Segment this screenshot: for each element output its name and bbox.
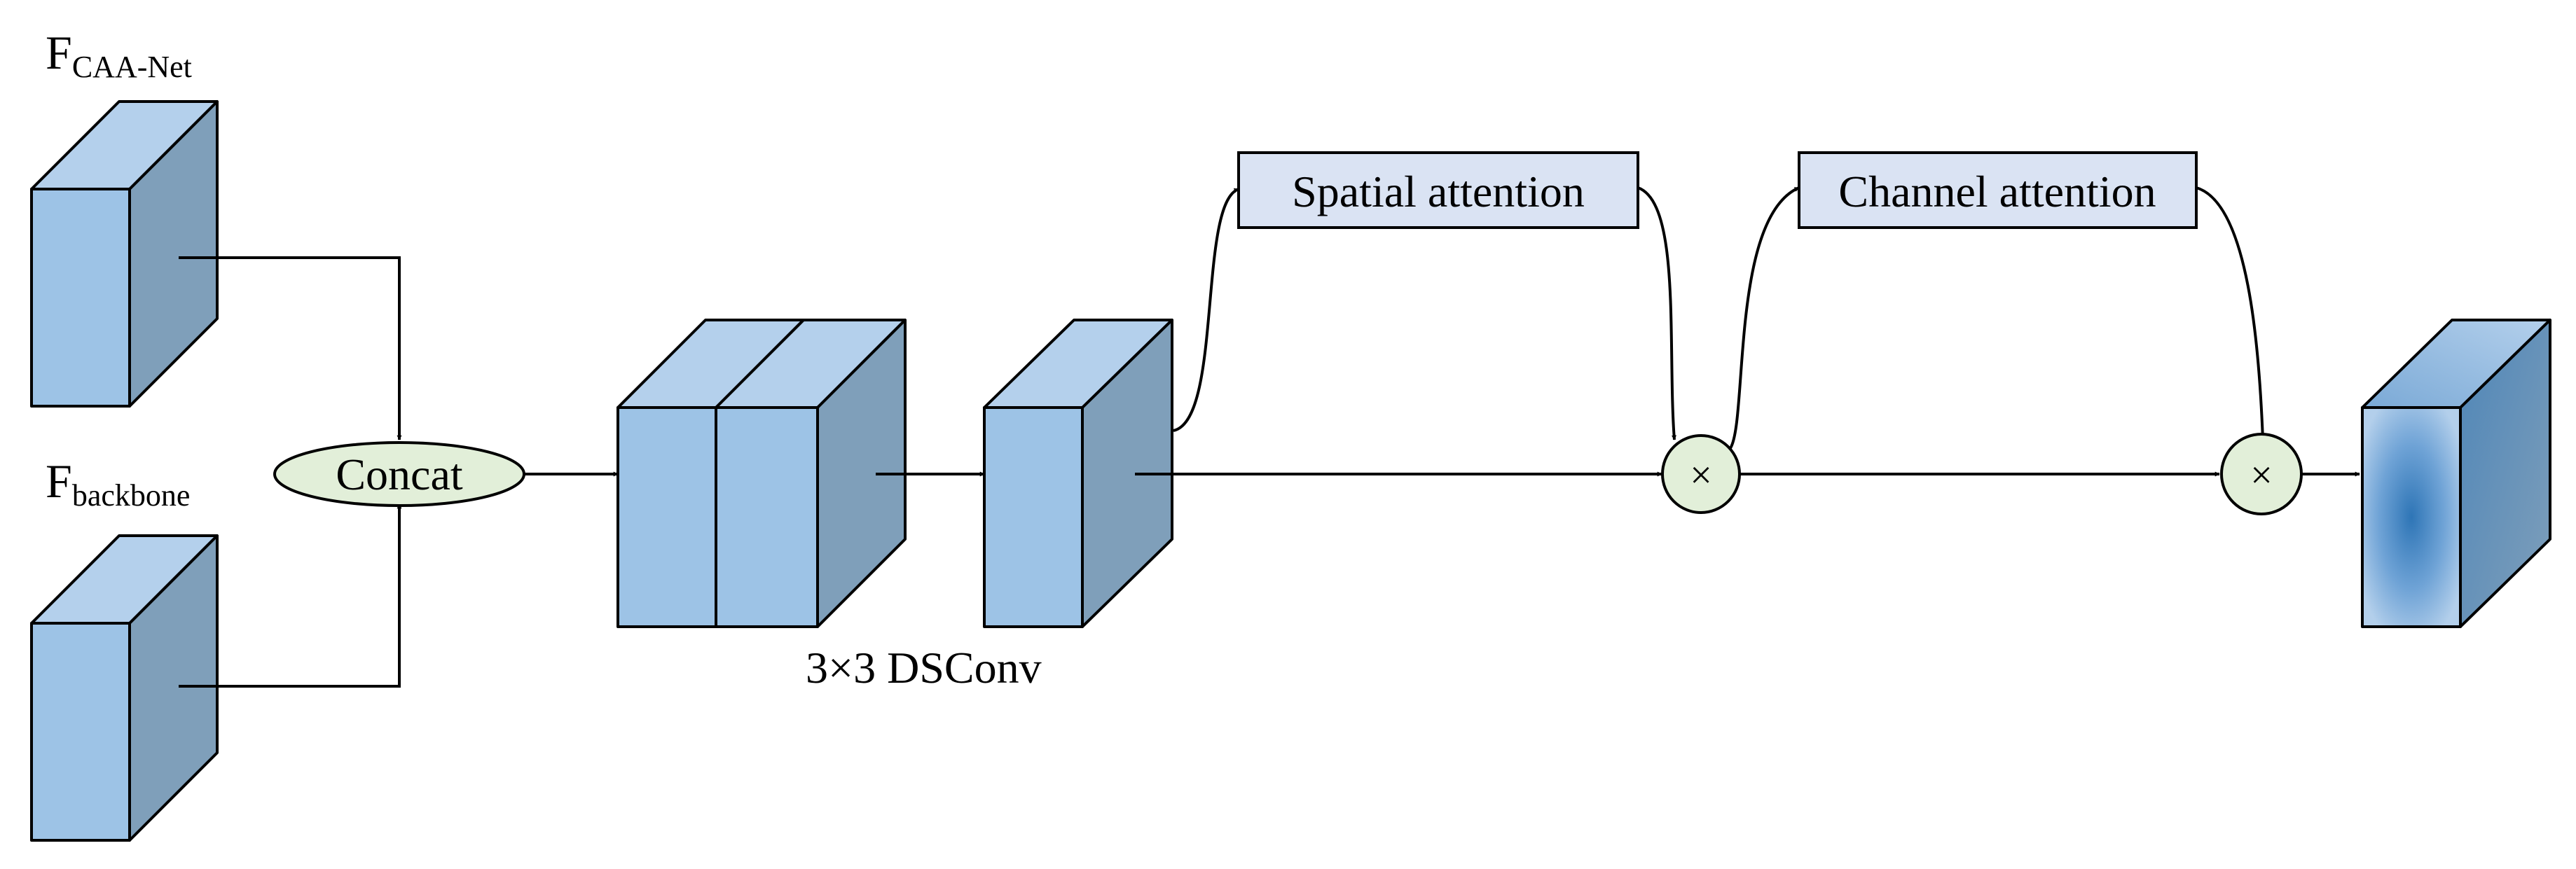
output-feature-cube [2361,319,2551,628]
concat-label: Concat [336,450,463,499]
multiply-symbol-2: × [2250,454,2273,497]
concatenated-feature-cube [617,319,907,628]
multiply-symbol-1: × [1690,454,1712,497]
channel-attention-label: Channel attention [1838,167,2156,216]
caa-net-feature-cube [30,100,219,408]
spatial-attention-to-multiply-arrow [1637,186,1677,440]
spatial-attention-block: Spatial attention [1237,151,1639,229]
backbone-label: Fbackbone [46,454,190,513]
backbone-feature-cube [30,534,219,842]
to-channel-attention-arrow [1729,186,1800,450]
channel-attention-block: Channel attention [1798,151,2198,229]
multiply-node-spatial: × [1661,434,1741,514]
dsconv-feature-cube [983,319,1173,628]
concat-node: Concat [273,441,525,507]
spatial-attention-label: Spatial attention [1292,167,1585,216]
channel-attention-to-multiply-arrow [2196,186,2266,440]
multiply-node-channel: × [2220,433,2303,515]
to-spatial-attention-arrow [1173,188,1239,432]
backbone-to-concat-arrow [179,503,402,688]
caa-net-label: FCAA-Net [46,26,192,84]
caa-to-concat-arrow [179,256,402,440]
dsconv-label: 3×3 DSConv [806,643,1042,693]
